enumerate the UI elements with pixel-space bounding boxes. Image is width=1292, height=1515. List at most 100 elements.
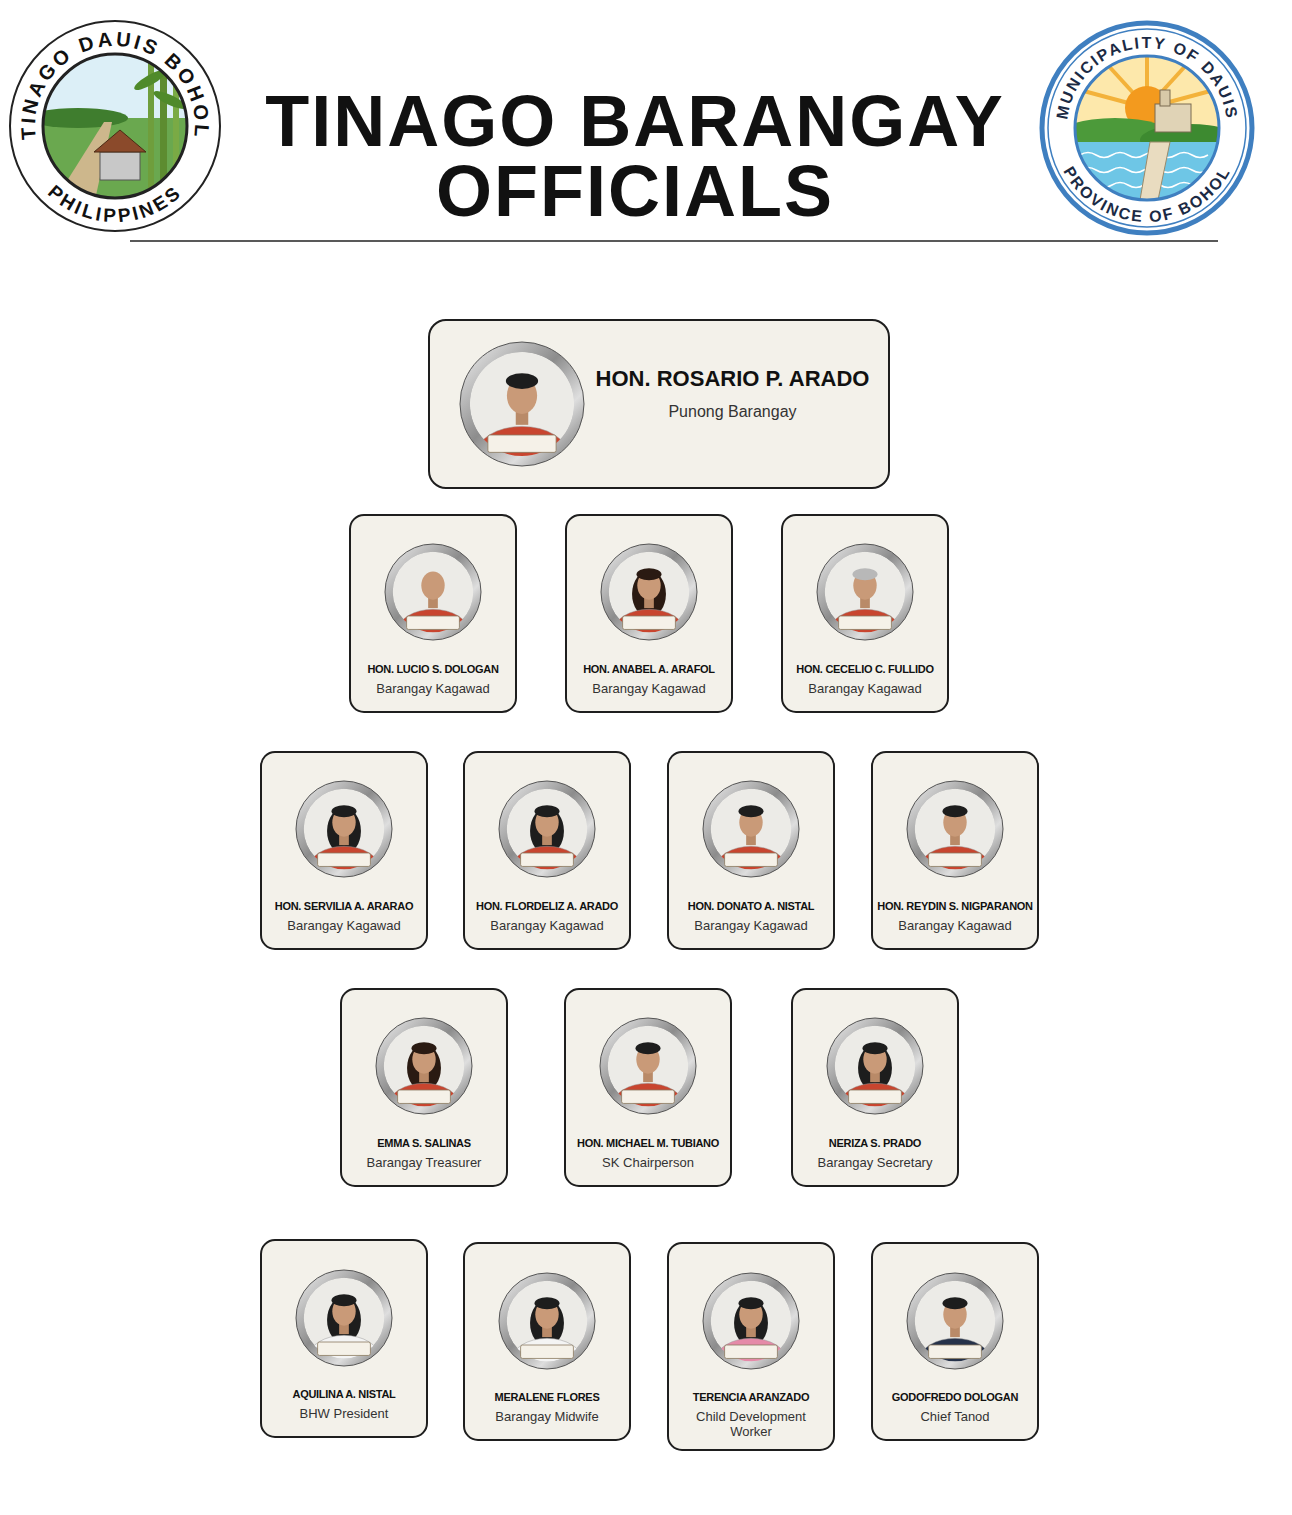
official-position: Chief Tanod [876, 1409, 1034, 1424]
card-text: HON. ROSARIO P. ARADO Punong Barangay [580, 365, 885, 422]
portrait-photo [382, 541, 484, 643]
page-title: TINAGO BARANGAY OFFICIALS [235, 86, 1035, 226]
official-card: HON. ANABEL A. ARAFOLBarangay Kagawad [565, 514, 733, 713]
portrait-photo [598, 541, 700, 643]
portrait-photo [814, 541, 916, 643]
official-position: SK Chairperson [569, 1155, 727, 1170]
official-position: Barangay Kagawad [570, 681, 728, 696]
name-plate [407, 616, 460, 629]
seal-disk [1042, 23, 1252, 233]
hair-top [853, 568, 878, 580]
seal-ring [1048, 29, 1246, 227]
name-plate [398, 1090, 451, 1103]
photo-frame [385, 544, 481, 640]
photo [470, 352, 574, 469]
portrait-photo [373, 1015, 475, 1117]
official-name: AQUILINA A. NISTAL [265, 1387, 423, 1401]
card-text: NERIZA S. PRADOBarangay Secretary [796, 1136, 954, 1170]
official-card: GODOFREDO DOLOGAN Chief Tanod [871, 1242, 1039, 1441]
portrait-photo [904, 778, 1006, 880]
shirt [309, 846, 380, 880]
logo-disk [10, 21, 220, 231]
card-text: HON. ANABEL A. ARAFOLBarangay Kagawad [570, 662, 728, 696]
official-card: HON. CECELIO C. FULLIDO Barangay Kagawad [781, 514, 949, 713]
hair-top [943, 805, 968, 817]
portrait [703, 781, 799, 880]
portrait [600, 1018, 696, 1117]
photo [825, 552, 906, 643]
official-position: Barangay Kagawad [468, 918, 626, 933]
portrait-photo [700, 778, 802, 880]
portrait-photo [457, 339, 587, 469]
name-plate [521, 1345, 574, 1358]
official-card: HON. LUCIO S. DOLOGANBarangay Kagawad [349, 514, 517, 713]
official-position: Barangay Midwife [468, 1409, 626, 1424]
official-name: HON. ROSARIO P. ARADO [580, 365, 885, 392]
face [421, 571, 444, 599]
card-text: HON. FLORDELIZ A. ARADOBarangay Kagawad [468, 899, 626, 933]
hair-top [412, 1042, 437, 1054]
well [100, 152, 140, 180]
official-card: HON. DONATO A. NISTALBarangay Kagawad [667, 751, 835, 950]
official-position: Barangay Treasurer [345, 1155, 503, 1170]
portrait [460, 342, 584, 469]
card-text: HON. SERVILIA A. ARARAOBarangay Kagawad [265, 899, 423, 933]
church [1155, 104, 1191, 132]
portrait-photo [824, 1015, 926, 1117]
shirt [512, 1338, 583, 1372]
portrait [817, 544, 913, 643]
official-position: Child Development Worker [691, 1409, 811, 1439]
hair-top [739, 805, 764, 817]
photo-frame [376, 1018, 472, 1114]
official-name: HON. LUCIO S. DOLOGAN [354, 662, 512, 676]
official-position: Barangay Kagawad [265, 918, 423, 933]
official-position: Barangay Kagawad [876, 918, 1034, 933]
official-name: GODOFREDO DOLOGAN [876, 1390, 1034, 1404]
name-plate [929, 853, 982, 866]
card-text: HON. REYDIN S. NIGPARANONBarangay Kagawa… [876, 899, 1034, 933]
portrait [499, 1273, 595, 1372]
shirt [830, 609, 901, 643]
name-plate [622, 1090, 675, 1103]
portrait [499, 781, 595, 880]
photo-frame [703, 1273, 799, 1369]
hair-top [636, 1042, 661, 1054]
portrait-photo [293, 778, 395, 880]
logo-labels: TINAGO DAUIS BOHOLPHILIPPINESMUNICIPALIT… [17, 28, 1241, 227]
name-plate [318, 1342, 371, 1355]
official-name: HON. MICHAEL M. TUBIANO [569, 1136, 727, 1150]
portrait [907, 1273, 1003, 1372]
hair-top [637, 568, 662, 580]
portrait [907, 781, 1003, 880]
photo-frame [703, 781, 799, 877]
photo-frame [817, 544, 913, 640]
shirt [389, 1083, 460, 1117]
photo-frame [499, 1273, 595, 1369]
logo-text: MUNICIPALITY OF DAUIS [1053, 34, 1240, 121]
official-card: MERALENE FLORES Barangay Midwife [463, 1242, 631, 1441]
shirt [398, 609, 469, 643]
photo-frame [296, 1270, 392, 1366]
shirt [613, 1083, 684, 1117]
portrait [703, 1273, 799, 1372]
portrait [827, 1018, 923, 1117]
official-card: HON. REYDIN S. NIGPARANONBarangay Kagawa… [871, 751, 1039, 950]
photo [835, 1026, 916, 1117]
portrait [296, 781, 392, 880]
logo-ring [43, 54, 187, 198]
name-plate [623, 616, 676, 629]
portrait [296, 1270, 392, 1369]
portrait [376, 1018, 472, 1117]
portrait [385, 544, 481, 643]
card-text: EMMA S. SALINASBarangay Treasurer [345, 1136, 503, 1170]
official-name: HON. CECELIO C. FULLIDO [786, 662, 944, 676]
official-position: Punong Barangay [580, 402, 885, 422]
leader-card: HON. ROSARIO P. ARADO Punong Barangay [428, 319, 890, 489]
official-card: EMMA S. SALINASBarangay Treasurer [340, 988, 508, 1187]
official-name: MERALENE FLORES [468, 1390, 626, 1404]
hair-top [535, 1297, 560, 1309]
official-position: Barangay Kagawad [786, 681, 944, 696]
portrait-photo [293, 1267, 395, 1369]
